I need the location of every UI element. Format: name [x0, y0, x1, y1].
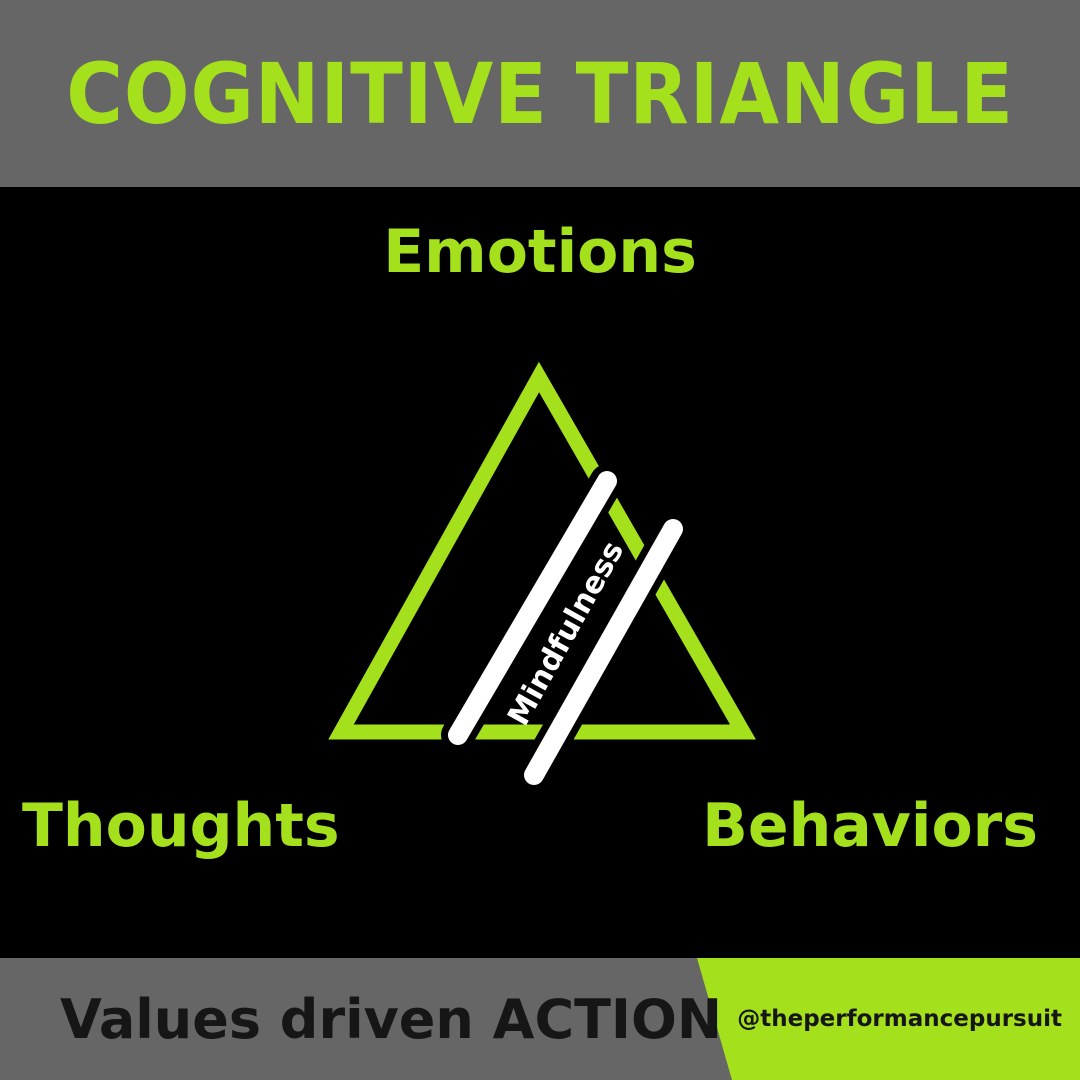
footer-accent-panel — [697, 958, 1080, 1080]
footer-tagline: Values driven ACTION — [60, 987, 723, 1051]
node-label-behaviors: Behaviors — [702, 791, 1038, 861]
footer-bar: Values driven ACTION @theperformancepurs… — [0, 958, 1080, 1080]
mindfulness-divider-bar-left-fill — [448, 471, 617, 745]
mindfulness-divider-bar-right-fill — [524, 519, 683, 785]
node-label-thoughts: Thoughts — [22, 791, 340, 861]
node-label-emotions: Emotions — [383, 217, 697, 287]
header-bar: COGNITIVE TRIANGLE — [0, 0, 1080, 187]
footer-handle: @theperformancepursuit — [737, 1006, 1062, 1032]
page-title: COGNITIVE TRIANGLE — [66, 44, 1014, 143]
